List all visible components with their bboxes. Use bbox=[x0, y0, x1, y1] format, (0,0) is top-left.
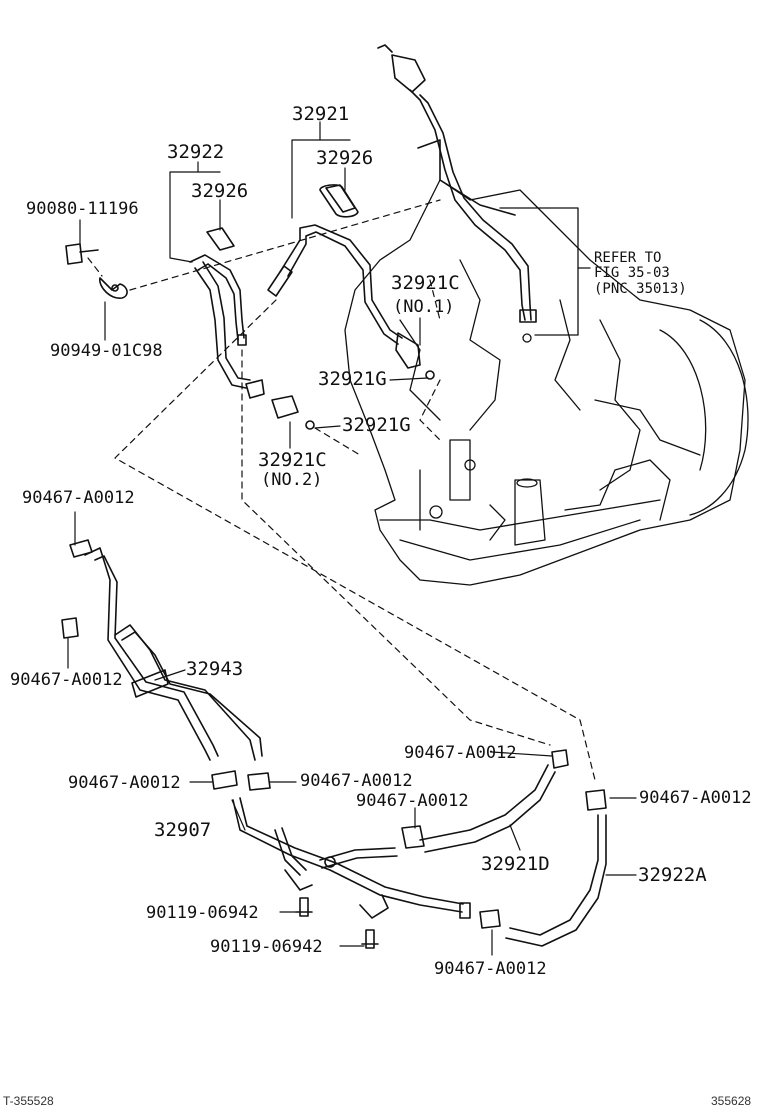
callout-32907: 32907 bbox=[154, 819, 212, 841]
callout-32921D: 32921D bbox=[481, 853, 550, 875]
dashed-leaders bbox=[87, 199, 596, 781]
refer-line-2: FIG 35-03 bbox=[594, 265, 670, 281]
callout-32926-lower: 32926 bbox=[191, 180, 249, 202]
callout-32921C-1: 32921C bbox=[391, 272, 460, 294]
refer-line-3: (PNC 35013) bbox=[594, 281, 687, 297]
callout-90467-a: 90467-A0012 bbox=[22, 488, 135, 508]
dipstick-tube bbox=[377, 44, 537, 323]
footer-left: T-355528 bbox=[3, 1094, 54, 1108]
callout-90119-b: 90119-06942 bbox=[210, 937, 323, 957]
callout-90467-f: 90467-A0012 bbox=[356, 791, 469, 811]
callout-90467-c: 90467-A0012 bbox=[68, 773, 181, 793]
pipe-32907 bbox=[211, 770, 471, 919]
callout-90467-b: 90467-A0012 bbox=[10, 670, 123, 690]
callout-90467-h: 90467-A0012 bbox=[434, 959, 547, 979]
callout-32922: 32922 bbox=[167, 141, 225, 163]
transmission-housing bbox=[344, 179, 749, 586]
hose-32922A bbox=[479, 789, 607, 947]
leader-lines bbox=[67, 121, 637, 956]
bolt-bracket-upper bbox=[65, 243, 128, 299]
hose-32922 bbox=[189, 227, 315, 430]
callout-90467-e: 90467-A0012 bbox=[404, 743, 517, 763]
callout-90949: 90949-01C98 bbox=[50, 341, 163, 361]
callout-no2: (NO.2) bbox=[261, 470, 323, 490]
callout-32921: 32921 bbox=[292, 103, 350, 125]
callout-32921G-1: 32921G bbox=[318, 368, 387, 390]
refer-bracket bbox=[499, 207, 591, 343]
callout-32921C-2: 32921C bbox=[258, 449, 327, 471]
hose-32943 bbox=[61, 539, 263, 761]
footer-right: 355628 bbox=[711, 1094, 752, 1108]
callout-32943: 32943 bbox=[186, 658, 244, 680]
callout-32922A: 32922A bbox=[638, 864, 707, 886]
callout-32921G-2: 32921G bbox=[342, 414, 411, 436]
callout-32926-upper: 32926 bbox=[316, 147, 374, 169]
refer-line-1: REFER TO bbox=[594, 250, 662, 266]
callout-90467-g: 90467-A0012 bbox=[639, 788, 752, 808]
hose-32921 bbox=[267, 184, 435, 380]
callout-90119-a: 90119-06942 bbox=[146, 903, 259, 923]
callout-no1: (NO.1) bbox=[393, 297, 455, 317]
bolts-90119 bbox=[295, 897, 379, 949]
callout-90467-d: 90467-A0012 bbox=[300, 771, 413, 791]
callout-90080: 90080-11196 bbox=[26, 199, 139, 219]
